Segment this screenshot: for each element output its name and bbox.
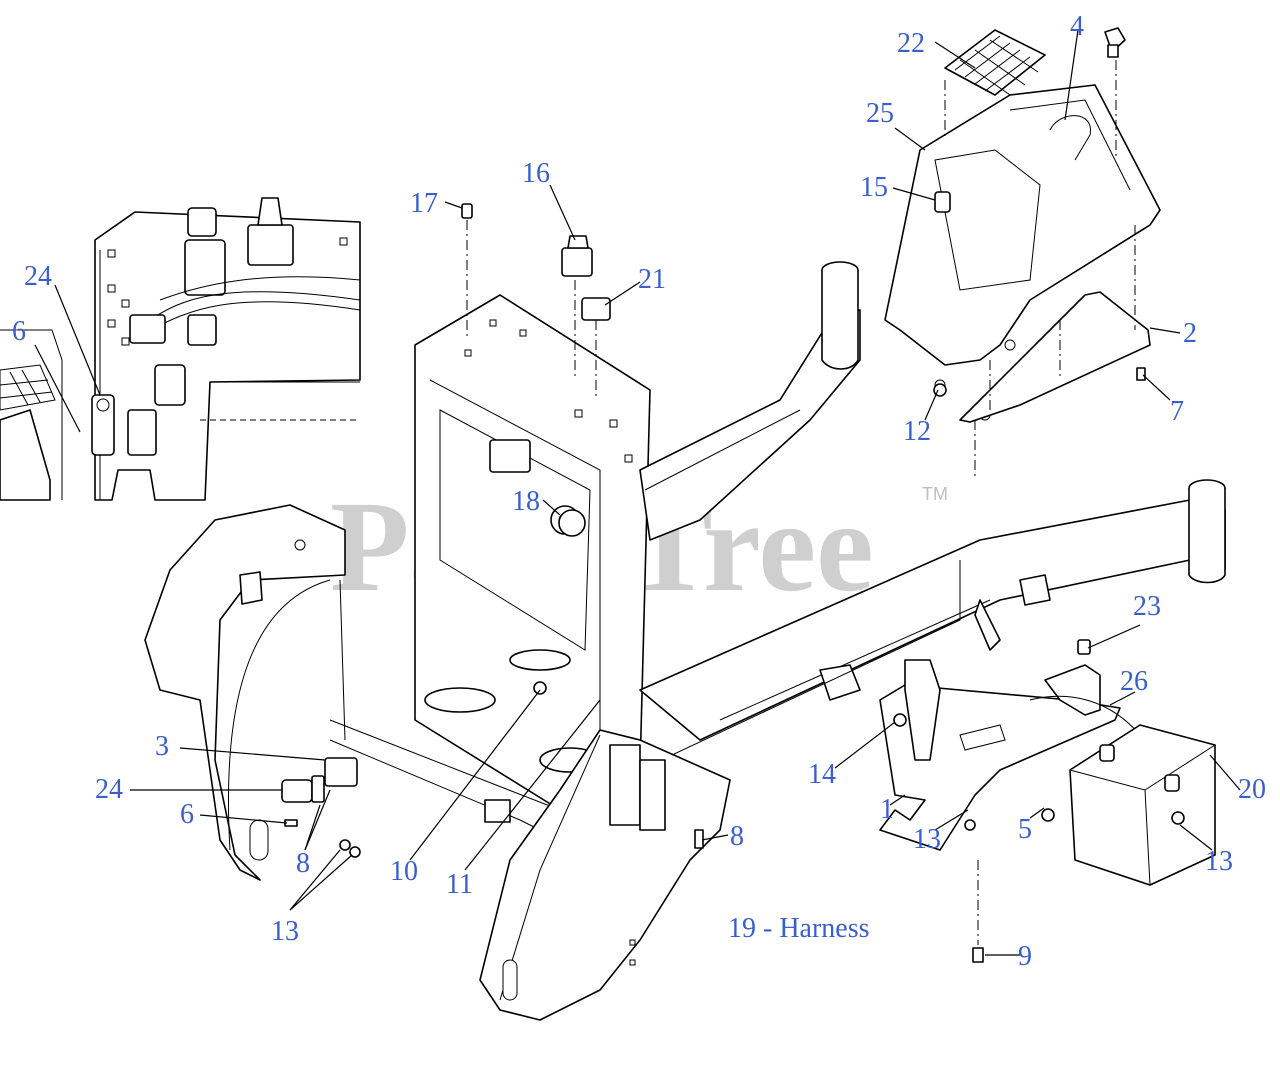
harness-label: 19 - Harness bbox=[728, 913, 870, 944]
callout-1: 1 bbox=[880, 794, 894, 825]
callouts: 22 4 25 16 17 15 21 24 6 2 12 7 18 23 26… bbox=[12, 11, 1266, 972]
callout-20: 20 bbox=[1238, 774, 1266, 805]
callout-10: 10 bbox=[390, 856, 418, 887]
callout-21: 21 bbox=[638, 264, 666, 295]
callout-3: 3 bbox=[155, 731, 169, 762]
callout-8-left: 8 bbox=[296, 848, 310, 879]
leader-lines bbox=[34, 29, 1241, 956]
callout-2: 2 bbox=[1183, 318, 1197, 349]
callout-17: 17 bbox=[410, 188, 438, 219]
callout-4: 4 bbox=[1070, 11, 1084, 42]
callout-16: 16 bbox=[522, 158, 550, 189]
callout-24: 24 bbox=[95, 774, 123, 805]
main-frame bbox=[144, 261, 1226, 1021]
callout-6: 6 bbox=[180, 799, 194, 830]
watermark-trademark: TM bbox=[922, 484, 948, 504]
callout-15: 15 bbox=[860, 172, 888, 203]
callout-11: 11 bbox=[446, 869, 473, 900]
callout-8-right: 8 bbox=[730, 821, 744, 852]
callout-6-inset: 6 bbox=[12, 316, 26, 347]
callout-9: 9 bbox=[1018, 941, 1032, 972]
callout-22: 22 bbox=[897, 28, 925, 59]
callout-25: 25 bbox=[866, 98, 894, 129]
callout-5: 5 bbox=[1018, 814, 1032, 845]
callout-26: 26 bbox=[1120, 666, 1148, 697]
callout-7: 7 bbox=[1170, 396, 1184, 427]
battery-tray bbox=[879, 659, 1141, 851]
inset-detail-view bbox=[0, 197, 361, 501]
callout-13: 13 bbox=[271, 916, 299, 947]
callout-24-inset: 24 bbox=[24, 261, 52, 292]
fender-body bbox=[884, 27, 1161, 480]
callout-14: 14 bbox=[808, 759, 836, 790]
callout-23: 23 bbox=[1133, 591, 1161, 622]
callout-13-tray: 13 bbox=[913, 824, 941, 855]
callout-12: 12 bbox=[903, 416, 931, 447]
callout-18: 18 bbox=[512, 486, 540, 517]
callout-13-battery: 13 bbox=[1205, 846, 1233, 877]
battery bbox=[1069, 724, 1216, 886]
small-parts bbox=[281, 203, 1185, 963]
